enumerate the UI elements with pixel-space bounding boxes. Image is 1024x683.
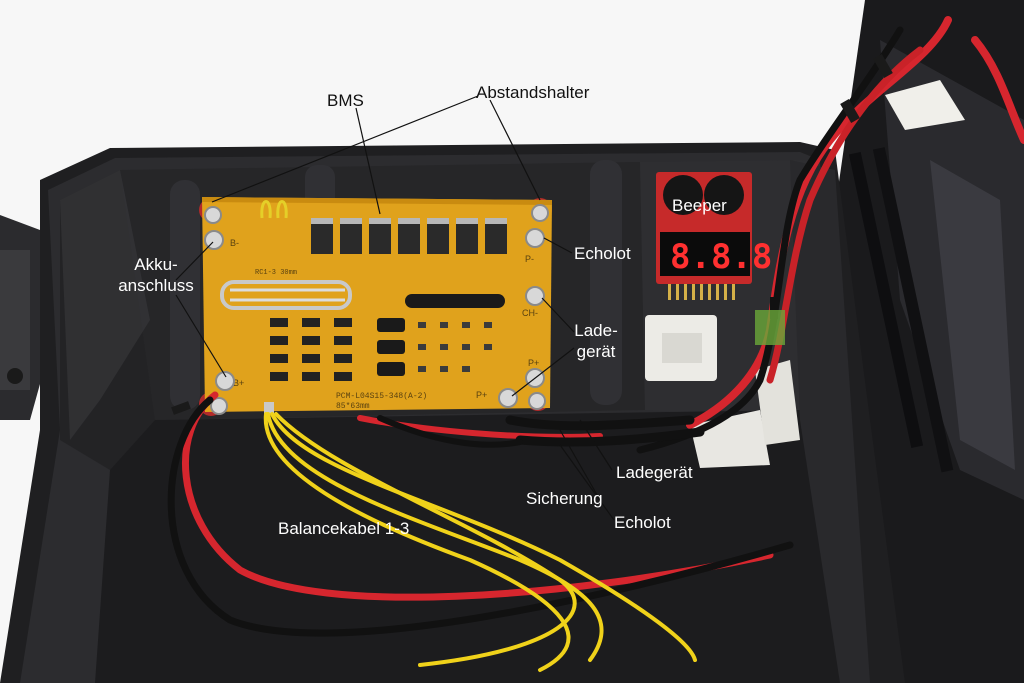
yellow-balance-wires (263, 412, 697, 672)
label-balancekabel: Balancekabel 1-3 (278, 519, 410, 538)
pcb-model-label: PCM-L04S15-348(A-2) (336, 392, 427, 401)
label-beeper: Beeper (672, 196, 727, 215)
label-ladegeraet-line1: Lade- (574, 321, 618, 340)
label-akkuanschluss: Akku- anschluss (118, 254, 194, 296)
bms-board: RC1-3 30mm PCM-L04S15-348(A-2) 85*63mm B… (202, 197, 552, 415)
beeper-module: 8.8.8 (656, 172, 772, 300)
pcb-ch-minus-label: CH- (522, 308, 538, 318)
label-ladegeraet-right: Lade- gerät (568, 320, 624, 362)
label-ladegeraet-bottom: Ladegerät (616, 463, 693, 482)
label-bms: BMS (327, 91, 364, 110)
label-sicherung: Sicherung (526, 489, 603, 508)
pcb-p-plus-bottom-label: P+ (476, 390, 487, 400)
beeper-display: 8.8.8 (670, 237, 772, 277)
pcb-b-minus-label: B- (230, 238, 239, 248)
label-akkuanschluss-line2: anschluss (118, 276, 194, 295)
label-ladegeraet-line2: gerät (576, 342, 616, 361)
cable-ties (171, 53, 893, 415)
pcb-rc-label: RC1-3 30mm (255, 269, 297, 277)
label-akkuanschluss-line1: Akku- (134, 255, 178, 274)
label-echolot-bottom: Echolot (614, 513, 671, 532)
pcb-b-plus-label: B+ (233, 378, 244, 388)
label-echolot-top: Echolot (574, 244, 631, 263)
label-abstandshalter: Abstandshalter (476, 83, 590, 102)
annotation-lines (175, 95, 615, 521)
pcb-size-label: 85*63mm (336, 402, 370, 411)
pcb-p-plus-label: P+ (528, 358, 539, 368)
pcb-p-minus-label: P- (525, 254, 534, 264)
